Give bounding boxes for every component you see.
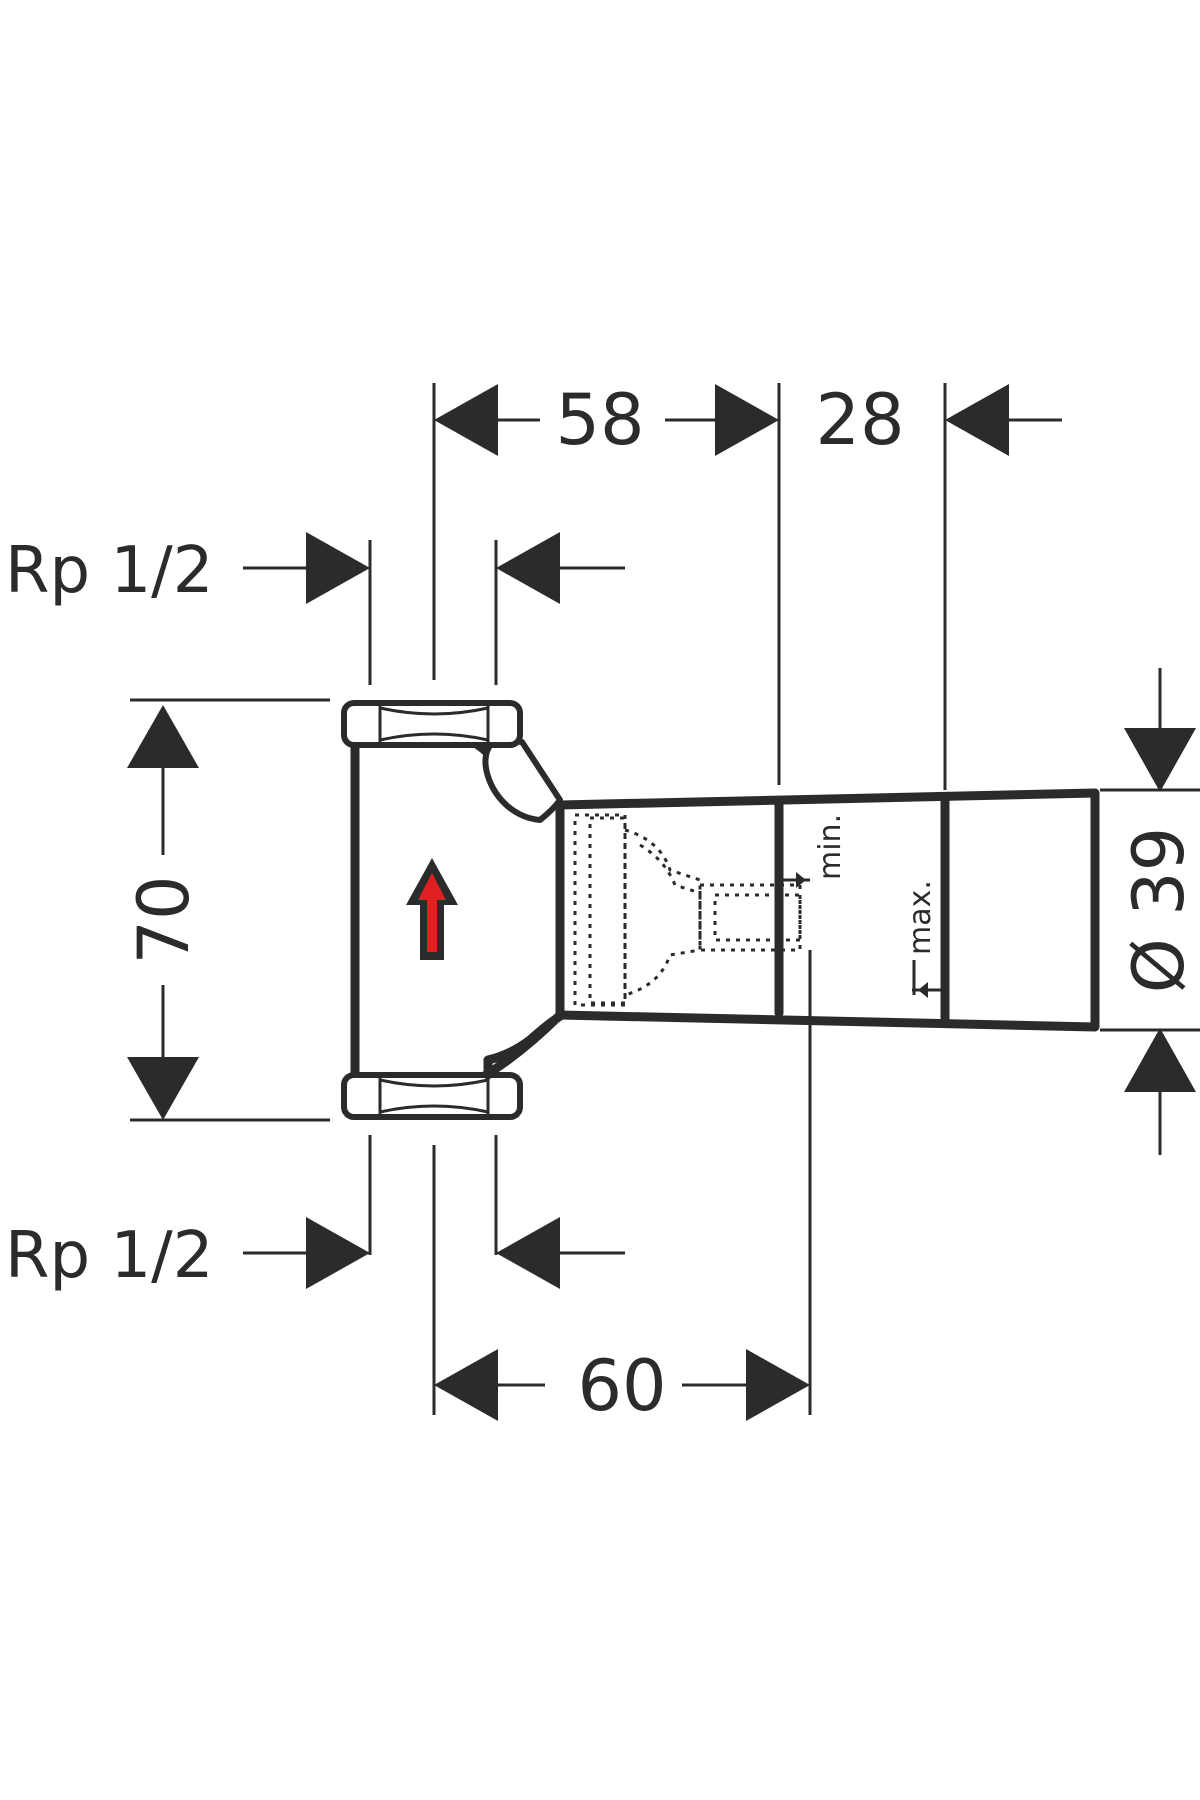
- cartridge-body: [555, 788, 1100, 1032]
- lower-flare: [483, 1010, 567, 1080]
- thread-label-top: Rp 1/2: [5, 534, 213, 608]
- dimension-60-label: 60: [577, 1345, 666, 1427]
- depth-markers: min. max.: [779, 814, 945, 998]
- thread-dimension-top: Rp 1/2: [5, 532, 625, 608]
- max-label: max.: [903, 880, 938, 955]
- dimension-70: 70: [123, 705, 205, 1120]
- dimension-58-28: 58 28: [434, 379, 1062, 461]
- dimension-60: 60: [434, 1345, 810, 1427]
- valve-body: [350, 737, 565, 1085]
- union-nut-bottom: [341, 1072, 523, 1120]
- extension-lines: [130, 383, 1200, 1415]
- dimension-58-label: 58: [555, 379, 644, 461]
- dimension-28-label: 28: [815, 379, 904, 461]
- dotted-mechanism: [573, 813, 802, 1007]
- dimension-diameter-39: Ø 39: [1118, 668, 1200, 1155]
- thread-label-bottom: Rp 1/2: [5, 1219, 213, 1293]
- min-label: min.: [813, 814, 848, 880]
- union-nut-top: [341, 700, 523, 748]
- thread-dimension-bottom: Rp 1/2: [5, 1217, 625, 1293]
- flow-direction-arrow-icon: [406, 858, 458, 960]
- dimension-70-label: 70: [123, 875, 205, 964]
- dimension-diameter-label: Ø 39: [1118, 827, 1200, 993]
